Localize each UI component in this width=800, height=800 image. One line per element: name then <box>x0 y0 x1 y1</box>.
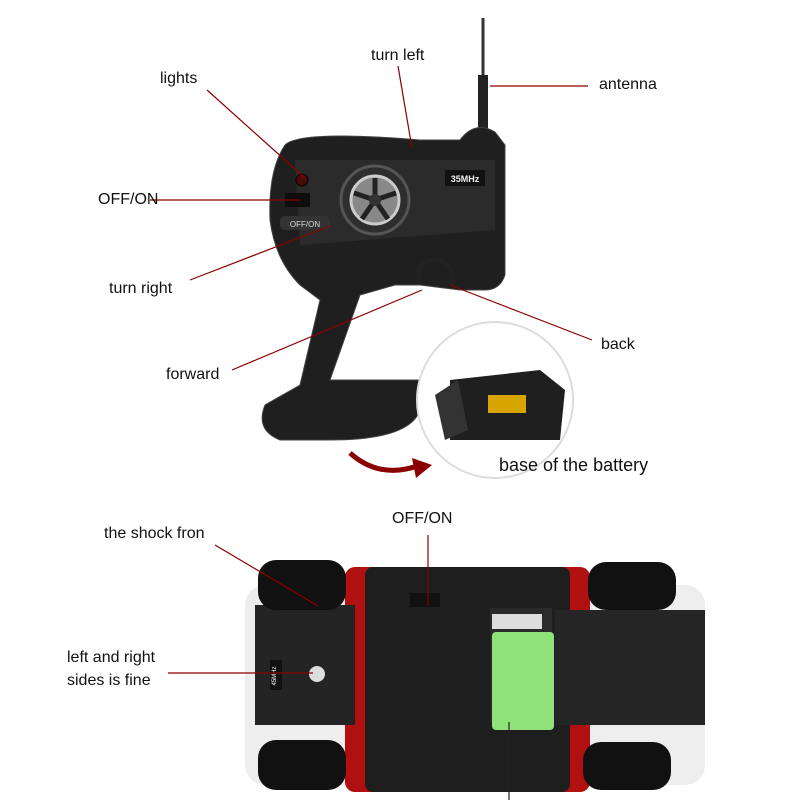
wheel-rear-left <box>588 562 676 610</box>
label-sides-line2: sides is fine <box>67 672 151 689</box>
label-off-on: OFF/ON <box>98 191 159 208</box>
label-turn-right: turn right <box>109 280 173 297</box>
trigger <box>416 257 455 286</box>
label-antenna: antenna <box>599 76 657 93</box>
remote-controller: OFF/ON 35MHz <box>261 18 506 478</box>
label-turn-left: turn left <box>371 47 425 64</box>
svg-text:OFF/ON: OFF/ON <box>290 220 320 229</box>
label-back: back <box>601 336 635 353</box>
svg-text:45MHz: 45MHz <box>272 666 278 685</box>
wheel-front-left <box>258 560 346 610</box>
label-battery-base: base of the battery <box>499 455 649 475</box>
car-power-switch <box>410 593 440 607</box>
label-shock-front: the shock fron <box>104 525 205 542</box>
arrow-curve <box>348 451 421 473</box>
label-car-off-on: OFF/ON <box>392 510 453 527</box>
label-forward: forward <box>166 366 220 383</box>
callout-lines <box>150 65 593 674</box>
label-sides-line1: left and right <box>67 649 156 666</box>
battery-pack <box>492 632 554 730</box>
aa-battery <box>488 395 526 413</box>
label-lights: lights <box>160 70 198 87</box>
svg-text:35MHz: 35MHz <box>451 174 480 184</box>
car-underside: 45MHz <box>245 560 705 792</box>
battery-inset <box>416 321 574 479</box>
wheel-rear-right <box>583 742 671 790</box>
lights-led <box>295 173 309 187</box>
wheel-front-right <box>258 740 346 790</box>
